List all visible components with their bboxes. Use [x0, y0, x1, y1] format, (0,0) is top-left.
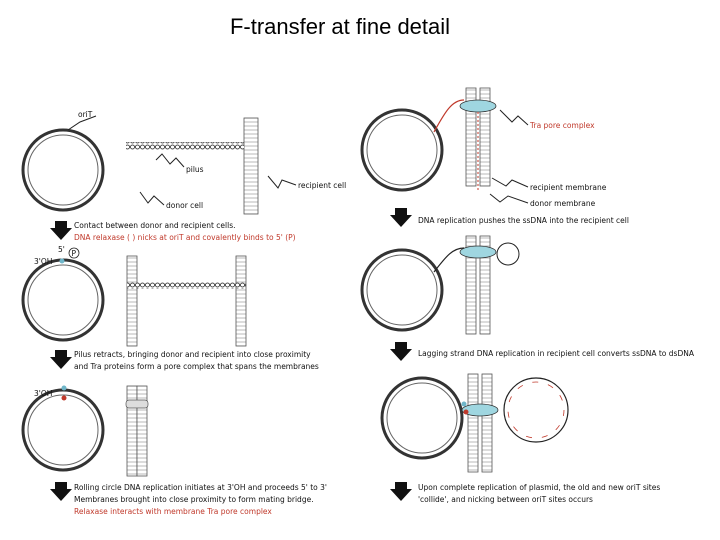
pilus [126, 142, 244, 150]
ssdna-loop [496, 242, 520, 266]
recipient-membrane-label: recipient membrane [530, 183, 607, 192]
step4-caption: DNA replication pushes the ssDNA into th… [390, 208, 629, 227]
panel-nick: 3'OH 5' P [21, 245, 247, 347]
svg-text:DNA relaxase ( ) nicks at ori: DNA relaxase ( ) nicks at oriT and coval… [74, 233, 296, 242]
donor-cell-label: donor cell [166, 201, 203, 210]
step1-caption: Contact between donor and recipient cell… [50, 221, 296, 242]
svg-text:'collide', and nicking between: 'collide', and nicking between oriT site… [418, 495, 593, 504]
tra-pore-complex [459, 99, 497, 113]
slide-title: F-transfer at fine detail [229, 14, 451, 39]
step2-caption: Pilus retracts, bringing donor and recip… [50, 350, 319, 371]
step3-caption: Rolling circle DNA replication initiates… [50, 482, 327, 516]
five-prime-label: 5' [58, 245, 65, 254]
step6-caption: Upon complete replication of plasmid, th… [390, 482, 660, 504]
donor-cell-circle [21, 128, 105, 212]
tra-pore-complex-label: Tra pore complex [529, 121, 595, 130]
panel-contact: oriT pilus recipient cell donor cell [21, 110, 346, 215]
svg-text:Relaxase interacts with membra: Relaxase interacts with membrane Tra por… [74, 507, 272, 516]
panel-pore: 3'OH [21, 385, 149, 477]
svg-text:Rolling circle DNA replication: Rolling circle DNA replication initiates… [74, 483, 327, 492]
down-arrow-icon [50, 221, 72, 240]
svg-text:Contact between donor and reci: Contact between donor and recipient cell… [74, 221, 236, 230]
panel-lagging [360, 235, 520, 335]
phosphate-label: P [72, 249, 77, 258]
svg-text:and Tra proteins form a pore c: and Tra proteins form a pore complex tha… [74, 362, 319, 371]
donor-membrane-label: donor membrane [530, 199, 596, 208]
svg-text:Membranes brought into close p: Membranes brought into close proximity t… [74, 495, 314, 504]
pilus-label: pilus [186, 165, 204, 174]
panel-transfer: Tra pore complex recipient membrane dono… [360, 87, 607, 208]
svg-text:Upon complete replication of p: Upon complete replication of plasmid, th… [418, 483, 660, 492]
svg-text:Lagging strand DNA replication: Lagging strand DNA replication in recipi… [418, 349, 695, 358]
three-oh-label: 3'OH [34, 257, 52, 266]
svg-text:DNA replication pushes the ssD: DNA replication pushes the ssDNA into th… [418, 216, 629, 225]
svg-text:3'OH: 3'OH [34, 389, 52, 398]
step5-caption: Lagging strand DNA replication in recipi… [390, 342, 695, 361]
recipient-plasmid [503, 377, 569, 443]
orit-label: oriT [78, 110, 93, 119]
recipient-membrane [243, 117, 259, 215]
panel-collide [380, 373, 569, 473]
svg-text:Pilus retracts, bringing donor: Pilus retracts, bringing donor and recip… [74, 350, 311, 359]
relaxase-icon [59, 258, 65, 264]
recipient-cell-label: recipient cell [298, 181, 346, 190]
